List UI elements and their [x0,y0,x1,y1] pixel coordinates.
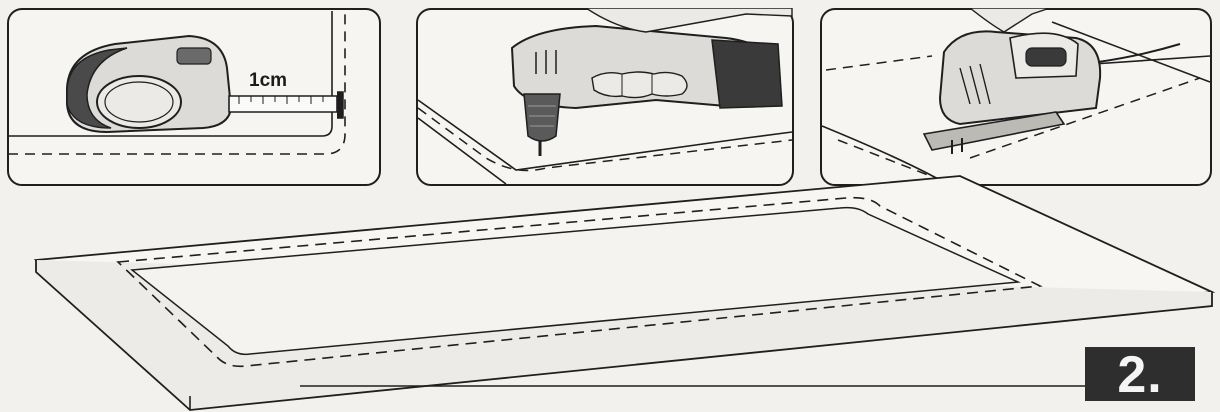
step-number-badge: 2. [1085,347,1195,401]
